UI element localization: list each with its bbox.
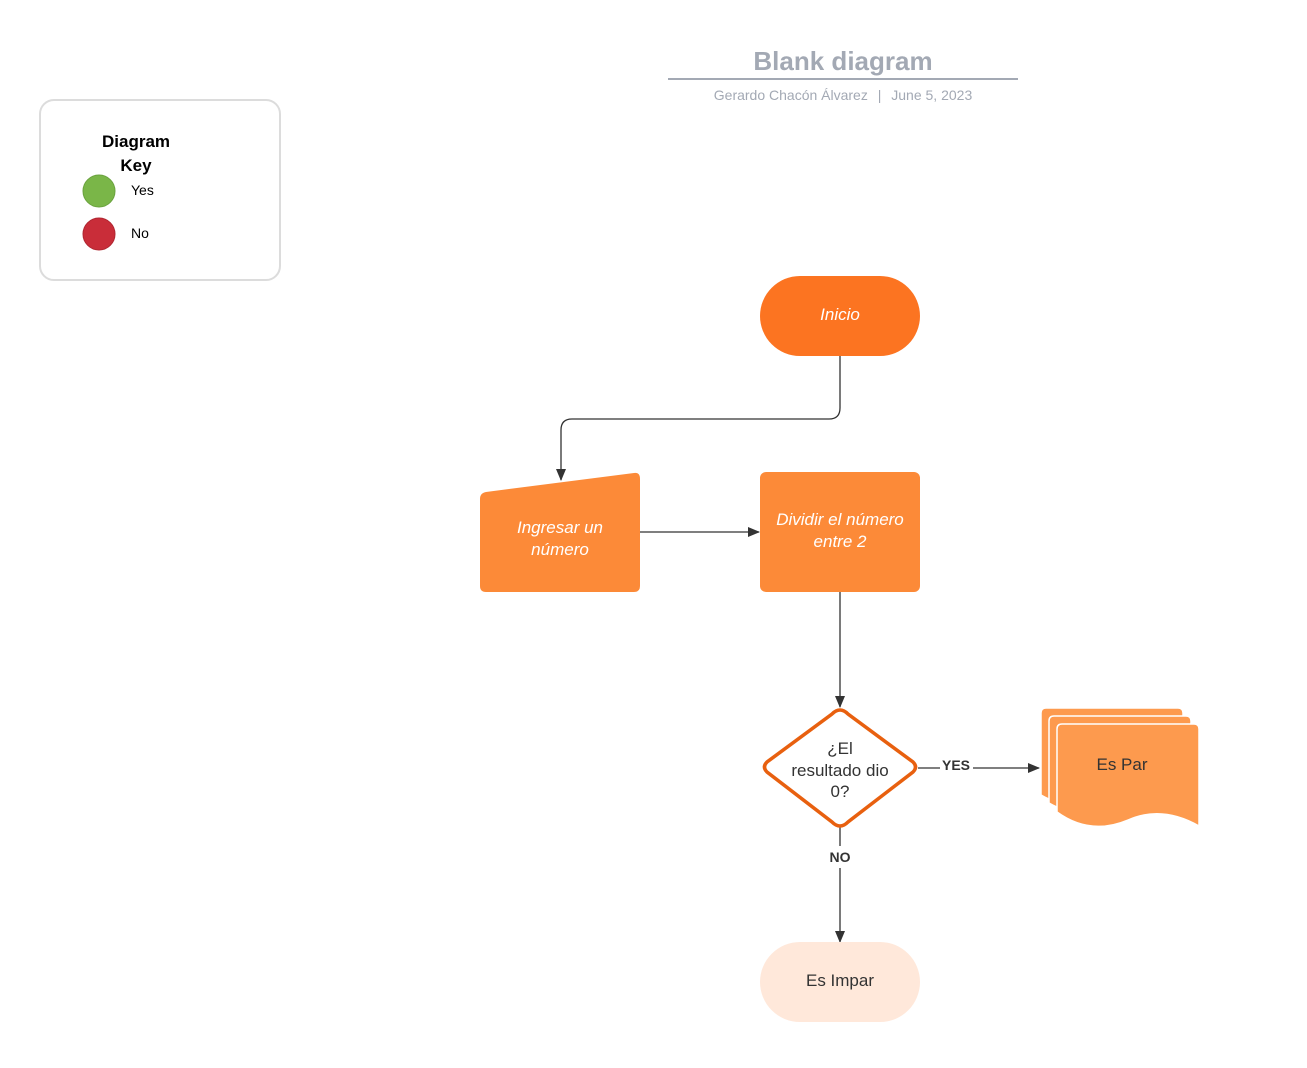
input-label-line1: Ingresar un [517,518,603,537]
decision-label-line3: 0? [831,782,850,801]
no-connector-label: NO [830,849,851,865]
manual-input-shape [480,472,640,592]
connector-start-to-input[interactable] [556,356,841,481]
decision-diamond [762,708,918,828]
even-result-label: Es Par [1096,755,1147,774]
process-label-line2: entre 2 [814,532,867,551]
legend-no-swatch [82,217,116,251]
diagram-key-box [39,99,281,281]
decision-shape[interactable]: ¿El resultado dio 0? [762,708,918,828]
even-result-documents[interactable]: Es Par [1040,707,1200,828]
header-subtitle: Gerardo Chacón Álvarez | June 5, 2023 [714,87,973,103]
input-label-line2: número [531,540,589,559]
diagram-key-title-line2: Key [120,156,152,175]
author-name: Gerardo Chacón Álvarez [714,87,868,103]
input-shape[interactable]: Ingresar un número [480,472,640,592]
header-date: June 5, 2023 [891,87,972,103]
document-front [1056,723,1200,828]
odd-terminal-shape [760,942,920,1022]
diagram-key-title-line1: Diagram [102,132,170,151]
legend-yes-label: Yes [131,182,154,198]
yes-connector-label: YES [942,757,970,773]
page-title[interactable]: Blank diagram [753,46,932,76]
process-rect [760,472,920,592]
start-terminal[interactable]: Inicio [760,276,920,356]
decision-label-line1: ¿El [827,739,853,758]
legend-yes-swatch [82,174,116,208]
process-label-line1: Dividir el número [776,510,904,529]
odd-result-label: Es Impar [806,971,874,990]
connectors: YES NO [556,356,1039,942]
diagram-key[interactable]: Diagram Key Yes No [39,99,281,281]
decision-label-line2: resultado dio [791,761,888,780]
odd-result-terminal[interactable]: Es Impar [760,942,920,1022]
header-separator: | [878,87,882,103]
start-terminal-shape [760,276,920,356]
process-shape[interactable]: Dividir el número entre 2 [760,472,920,592]
start-terminal-label: Inicio [820,305,860,324]
header: Blank diagram Gerardo Chacón Álvarez | J… [668,46,1018,103]
legend-no-label: No [131,225,149,241]
